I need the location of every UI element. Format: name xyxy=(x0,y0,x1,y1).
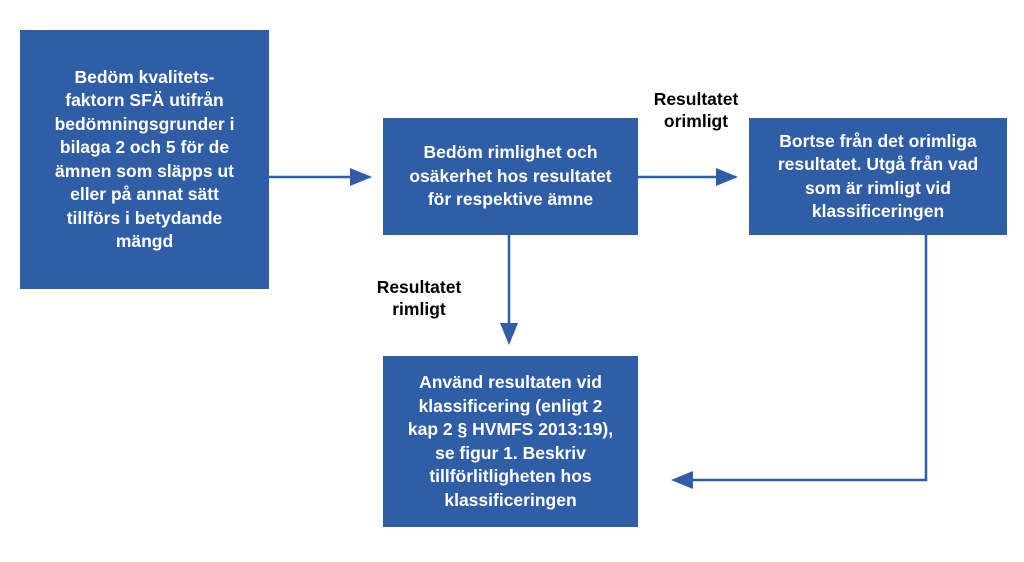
node-assess-quality-factor-text: Bedöm kvalitets- faktorn SFÄ utifrån bed… xyxy=(54,66,235,252)
arrowhead-right-1 xyxy=(350,168,372,186)
node-disregard-unreasonable: Bortse från det orimliga resultatet. Utg… xyxy=(749,118,1007,235)
arrowhead-right-2 xyxy=(716,168,738,186)
node-use-results-text: Använd resultaten vid klassificering (en… xyxy=(407,372,614,510)
arrow-disregard-to-use xyxy=(690,235,928,482)
node-assess-reasonableness-text: Bedöm rimlighet och osäkerhet hos result… xyxy=(409,142,612,210)
edge-label-result-unreasonable: Resultatet orimligt xyxy=(653,89,739,131)
node-assess-quality-factor: Bedöm kvalitets- faktorn SFÄ utifrån bed… xyxy=(20,30,269,289)
node-disregard-unreasonable-text: Bortse från det orimliga resultatet. Utg… xyxy=(777,130,979,222)
node-assess-reasonableness: Bedöm rimlighet och osäkerhet hos result… xyxy=(383,118,638,235)
node-use-results: Använd resultaten vid klassificering (en… xyxy=(383,356,638,527)
arrowhead-down xyxy=(500,323,518,345)
edge-label-result-reasonable: Resultatet rimligt xyxy=(376,277,462,319)
arrowhead-left xyxy=(671,471,693,489)
